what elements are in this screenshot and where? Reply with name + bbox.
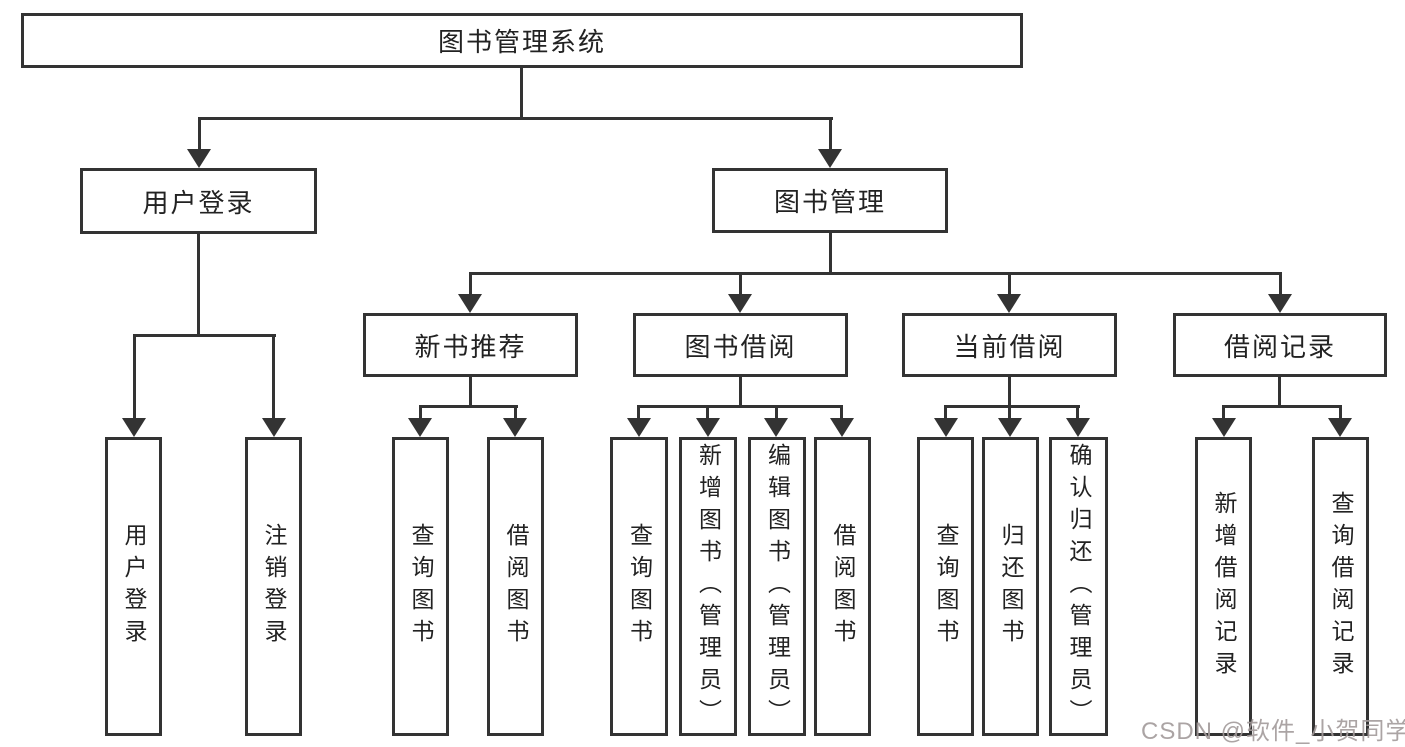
connector-login-stem <box>197 234 200 336</box>
leaf-user-login: 用户登录 <box>105 437 162 736</box>
connector-newbooks-drop-1 <box>419 405 422 420</box>
leaf-current-confirm-return-admin-label: 确认归还（管理员） <box>1066 442 1092 731</box>
arrowhead-down-records-add <box>1212 418 1236 437</box>
node-new-book-recommendation: 新书推荐 <box>363 313 578 377</box>
arrowhead-down-records-query <box>1328 418 1352 437</box>
node-library-system-label: 图书管理系统 <box>437 27 606 57</box>
connector-borrow-split <box>637 405 843 408</box>
leaf-borrow-add-books-admin-label: 新增图书（管理员） <box>695 442 722 731</box>
leaf-current-query-books: 查询图书 <box>917 437 974 736</box>
leaf-borrow-query-books: 查询图书 <box>610 437 668 736</box>
leaf-borrow-edit-books-admin-label: 编辑图书（管理员） <box>764 442 791 731</box>
leaf-newbooks-borrow-books-label: 借阅图书 <box>503 522 529 651</box>
leaf-newbooks-borrow-books: 借阅图书 <box>487 437 544 736</box>
connector-current-stem <box>1008 377 1011 407</box>
arrowhead-down-management <box>818 149 842 168</box>
node-book-management: 图书管理 <box>712 168 948 233</box>
connector-management-split <box>469 272 1282 275</box>
connector-management-drop-4 <box>1279 272 1282 296</box>
leaf-borrow-borrow-books-label: 借阅图书 <box>830 522 856 651</box>
arrowhead-down-logout <box>262 418 286 437</box>
connector-newbooks-stem <box>469 377 472 407</box>
arrowhead-down-borrow-add <box>696 418 720 437</box>
leaf-current-confirm-return-admin: 确认归还（管理员） <box>1049 437 1108 736</box>
arrowhead-down-current-return <box>998 418 1022 437</box>
leaf-logout-label: 注销登录 <box>261 522 287 651</box>
connector-root-drop-login <box>198 117 201 151</box>
node-book-management-label: 图书管理 <box>773 187 886 217</box>
leaf-records-query-record: 查询借阅记录 <box>1312 437 1369 736</box>
leaf-borrow-borrow-books: 借阅图书 <box>814 437 871 736</box>
connector-borrow-drop-1 <box>637 405 640 420</box>
connector-records-drop-1 <box>1222 405 1225 420</box>
arrowhead-down-borrow-borrow <box>830 418 854 437</box>
node-borrowing-records-label: 借阅记录 <box>1223 331 1336 362</box>
arrowhead-down-current-confirm <box>1066 418 1090 437</box>
connector-records-stem <box>1278 377 1281 407</box>
connector-borrow-drop-4 <box>840 405 843 420</box>
connector-borrow-drop-2 <box>706 405 709 420</box>
connector-records-split <box>1222 405 1342 408</box>
node-current-borrowing: 当前借阅 <box>902 313 1117 377</box>
arrowhead-down-current <box>997 294 1021 313</box>
connector-login-drop-1 <box>133 334 136 420</box>
connector-root-split <box>198 117 833 120</box>
leaf-records-add-record-label: 新增借阅记录 <box>1211 490 1237 683</box>
connector-root-drop-management <box>829 117 832 151</box>
node-book-borrowing-label: 图书借阅 <box>684 331 797 362</box>
connector-current-split <box>944 405 1080 408</box>
connector-login-split <box>133 334 276 337</box>
connector-borrow-stem <box>739 377 742 407</box>
leaf-borrow-add-books-admin: 新增图书（管理员） <box>679 437 737 736</box>
connector-current-drop-3 <box>1076 405 1079 420</box>
connector-newbooks-drop-2 <box>514 405 517 420</box>
arrowhead-down-current-query <box>934 418 958 437</box>
connector-root-stem <box>520 68 523 119</box>
leaf-records-query-record-label: 查询借阅记录 <box>1328 490 1354 683</box>
node-user-login-label: 用户登录 <box>142 187 255 218</box>
node-user-login: 用户登录 <box>80 168 317 234</box>
leaf-records-add-record: 新增借阅记录 <box>1195 437 1252 736</box>
node-borrowing-records: 借阅记录 <box>1173 313 1387 377</box>
connector-management-drop-3 <box>1008 272 1011 296</box>
node-new-book-recommendation-label: 新书推荐 <box>414 331 527 362</box>
leaf-current-return-books: 归还图书 <box>982 437 1039 736</box>
leaf-current-return-books-label: 归还图书 <box>998 522 1024 651</box>
leaf-current-query-books-label: 查询图书 <box>933 522 959 651</box>
arrowhead-down-user-login <box>122 418 146 437</box>
arrowhead-down-newbooks-borrow <box>503 418 527 437</box>
leaf-user-login-label: 用户登录 <box>121 522 147 651</box>
arrowhead-down-login <box>187 149 211 168</box>
leaf-newbooks-query-books: 查询图书 <box>392 437 449 736</box>
leaf-newbooks-query-books-label: 查询图书 <box>408 522 434 651</box>
csdn-watermark: CSDN @软件_小贺同学 <box>1141 718 1405 745</box>
connector-records-drop-2 <box>1339 405 1342 420</box>
connector-management-drop-2 <box>739 272 742 296</box>
node-current-borrowing-label: 当前借阅 <box>953 331 1066 362</box>
connector-borrow-drop-3 <box>775 405 778 420</box>
connector-newbooks-split <box>419 405 518 408</box>
arrowhead-down-borrow-query <box>627 418 651 437</box>
arrowhead-down-newbooks-query <box>408 418 432 437</box>
leaf-borrow-query-books-label: 查询图书 <box>626 522 653 651</box>
leaf-borrow-edit-books-admin: 编辑图书（管理员） <box>748 437 806 736</box>
connector-management-stem <box>829 233 832 274</box>
connector-current-drop-2 <box>1008 405 1011 420</box>
arrowhead-down-newbooks <box>458 294 482 313</box>
arrowhead-down-borrow <box>728 294 752 313</box>
connector-management-drop-1 <box>469 272 472 296</box>
connector-current-drop-1 <box>944 405 947 420</box>
arrowhead-down-records <box>1268 294 1292 313</box>
node-book-borrowing: 图书借阅 <box>633 313 848 377</box>
leaf-logout: 注销登录 <box>245 437 302 736</box>
arrowhead-down-borrow-edit <box>764 418 788 437</box>
connector-login-drop-2 <box>272 334 275 420</box>
node-library-system: 图书管理系统 <box>21 13 1023 68</box>
